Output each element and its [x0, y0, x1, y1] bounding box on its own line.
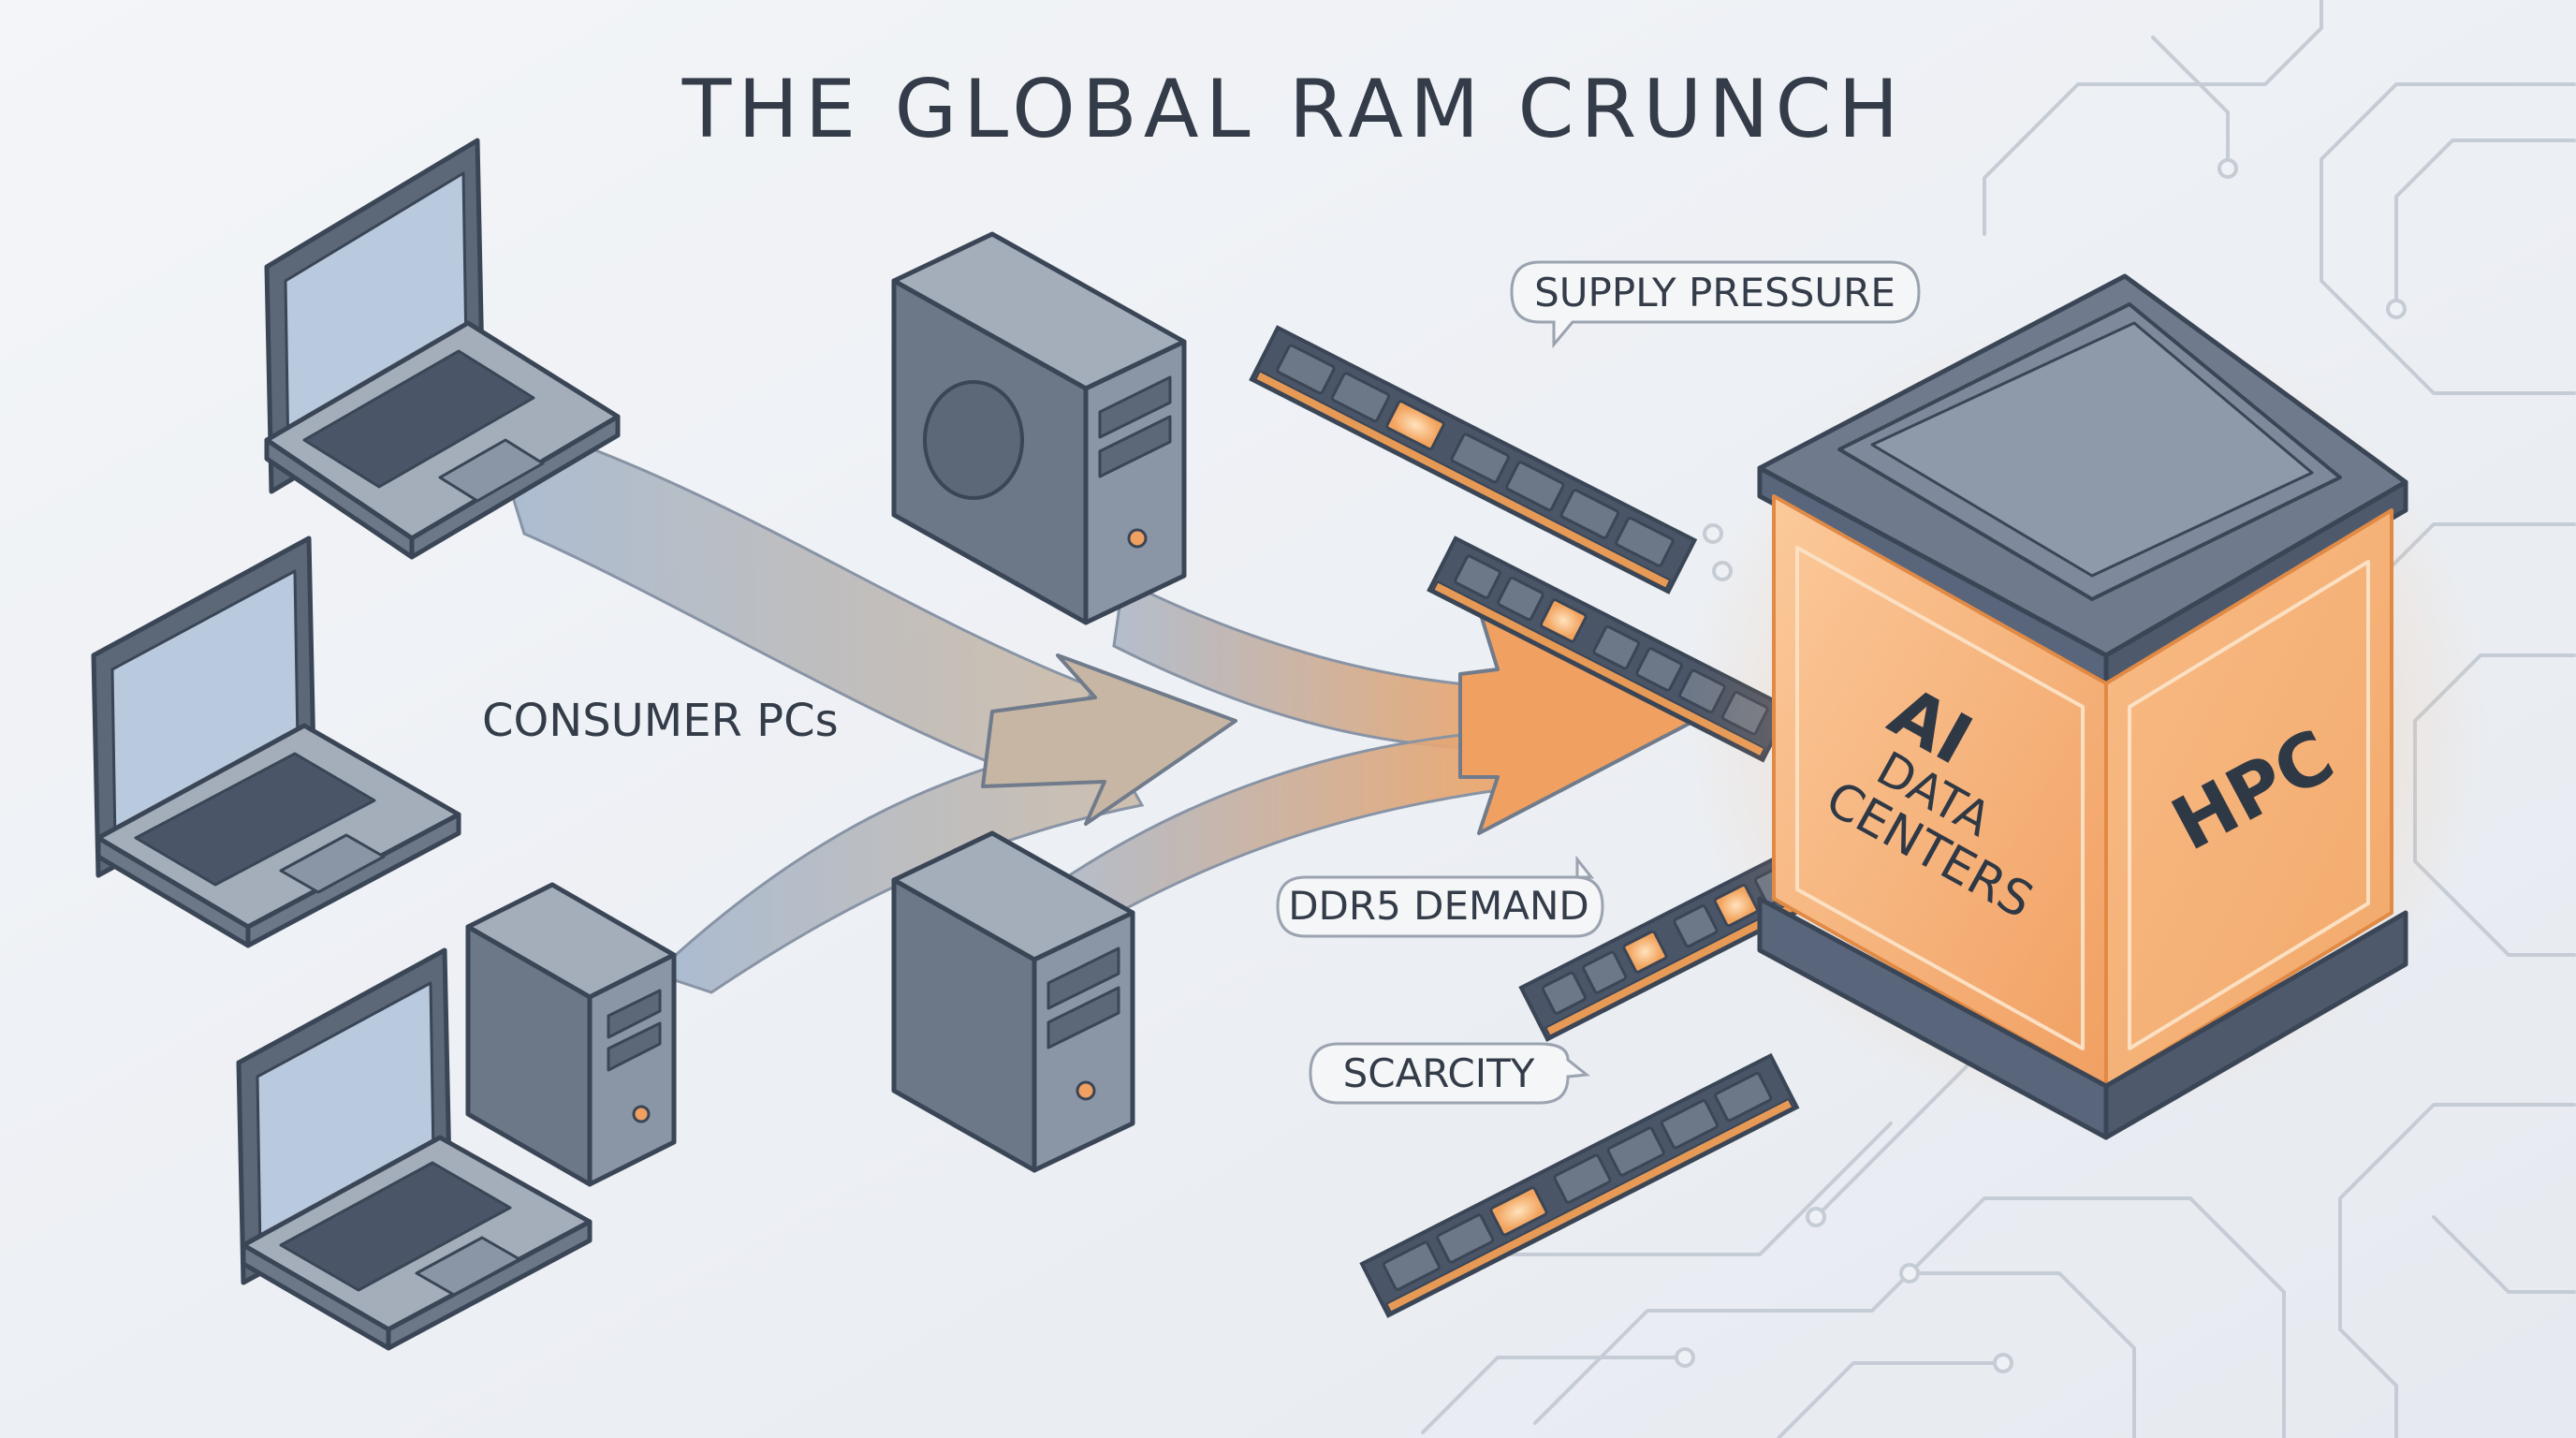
desktop-tower-bottom [891, 830, 1135, 1173]
ram-chip [1559, 489, 1620, 539]
callout-scarcity-text: SCARCITY [1343, 1050, 1535, 1096]
ram-chip [1714, 1072, 1773, 1123]
ram-chip [1660, 1099, 1720, 1150]
ram-chip-glowing [1539, 598, 1588, 643]
ram-chip [1436, 1213, 1495, 1264]
ram-chip-glowing [1385, 400, 1445, 451]
ram-chip [1276, 344, 1336, 395]
ram-chip [1615, 516, 1675, 567]
ram-chip [1582, 950, 1628, 994]
ram-chip [1450, 433, 1510, 484]
ai-datacenter-block: AI DATA CENTERS HPC [1685, 273, 2490, 1140]
callout-ddr5-demand: DDR5 DEMAND [1276, 855, 1604, 938]
callout-supply-pressure: SUPPLY PRESSURE [1510, 260, 1921, 349]
callout-scarcity: SCARCITY [1309, 1042, 1590, 1105]
laptop-middle [91, 536, 461, 948]
arrow-head-primary [981, 653, 1237, 826]
ram-stick [1249, 325, 1698, 594]
title: THE GLOBAL RAM CRUNCH [681, 63, 1906, 156]
ram-gold-contacts [1384, 1097, 1794, 1313]
ram-stick [1359, 1052, 1800, 1318]
desktop-tower-small [465, 882, 677, 1187]
arrow-head-secondary [1458, 607, 1696, 835]
laptop-bottom [236, 947, 593, 1351]
ram-chip-glowing [1489, 1186, 1548, 1237]
ram-chip [1382, 1240, 1441, 1291]
ram-chip [1497, 576, 1544, 622]
ram-gold-contacts [1253, 370, 1672, 590]
ram-chip [1454, 554, 1501, 599]
callout-supply-text: SUPPLY PRESSURE [1534, 270, 1895, 315]
callout-ddr5-text: DDR5 DEMAND [1288, 883, 1589, 929]
ram-chip [1673, 904, 1719, 948]
laptop-top [264, 138, 621, 560]
ram-chip [1553, 1153, 1612, 1204]
datacenter-face-right [2104, 508, 2393, 1088]
ram-chip-glowing [1622, 930, 1668, 974]
consumer-pcs-label: CONSUMER PCs [482, 695, 839, 747]
ram-chip [1505, 461, 1565, 512]
ram-chip [1592, 625, 1641, 670]
ram-chip [1635, 647, 1683, 692]
ram-chip [1541, 971, 1587, 1015]
ram-chip [1330, 372, 1391, 423]
ram-chip [1606, 1126, 1665, 1177]
desktop-tower-top [891, 231, 1187, 625]
flow-streams [484, 409, 1696, 994]
